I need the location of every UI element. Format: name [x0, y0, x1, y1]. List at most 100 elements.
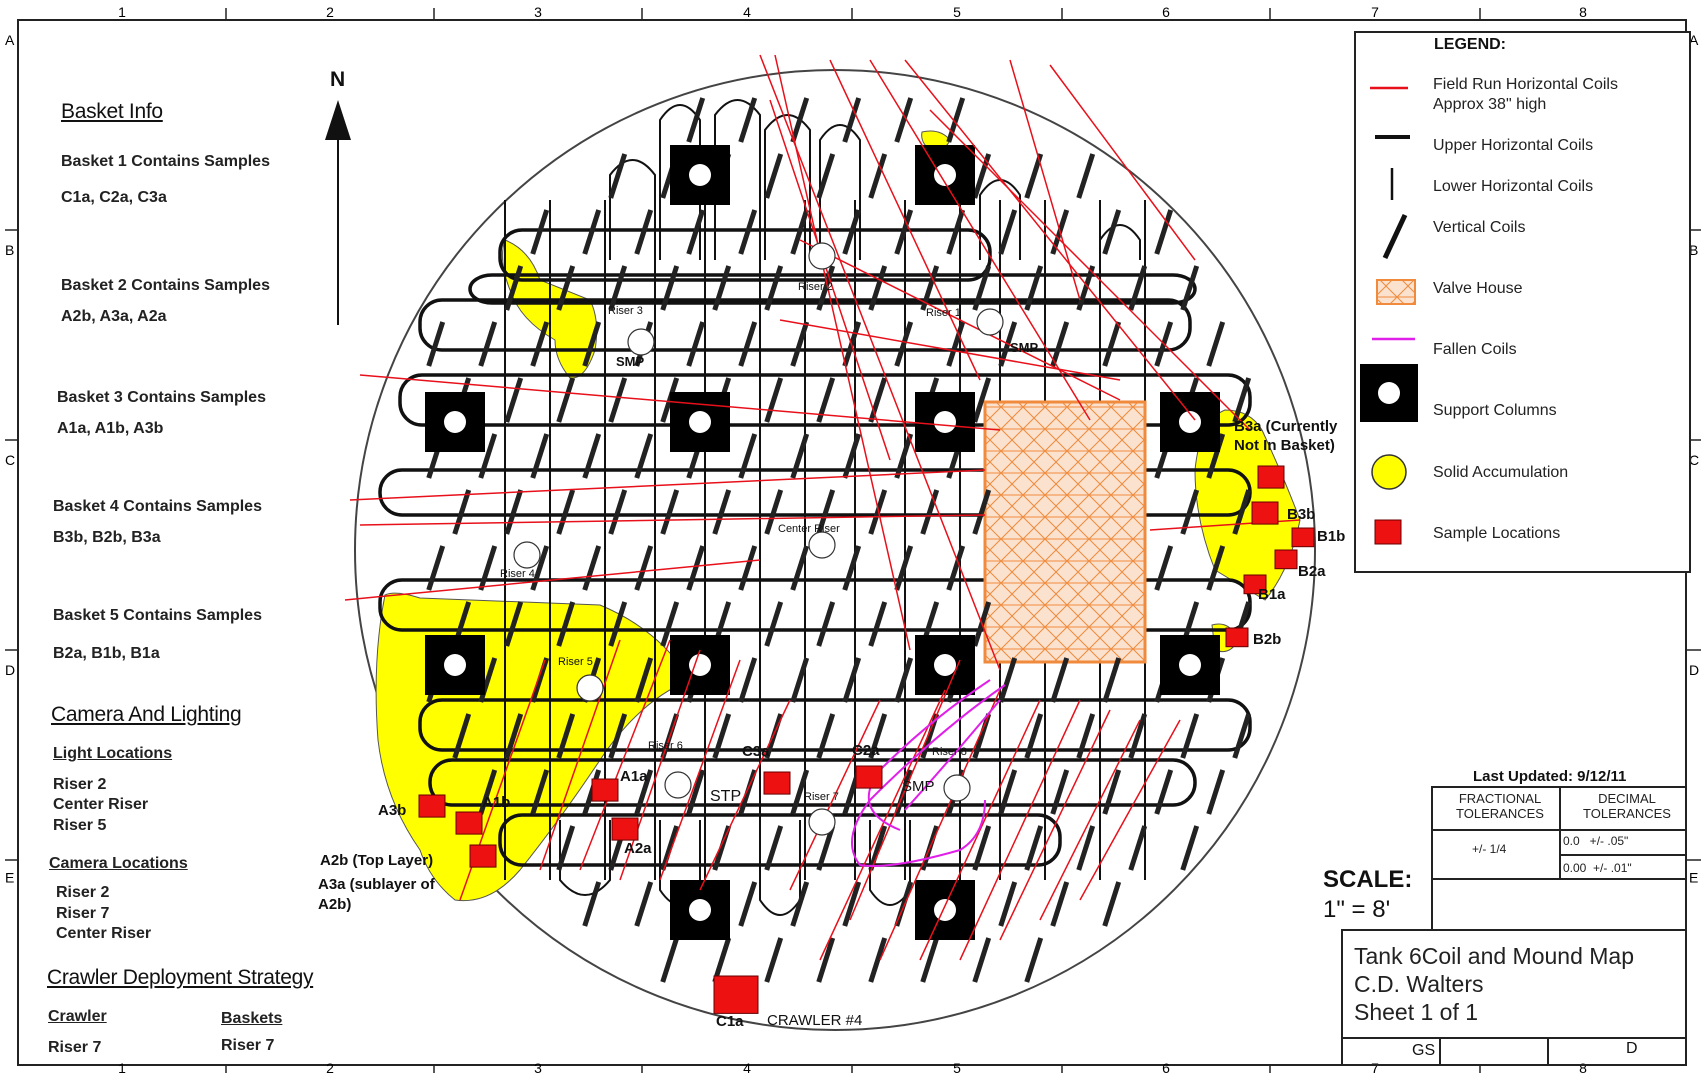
- vertical-coil: [868, 601, 888, 647]
- column-label-top: 4: [743, 4, 751, 20]
- light-location-2: Center Riser: [53, 796, 149, 813]
- vertical-coil: [842, 545, 862, 591]
- vertical-coil: [946, 209, 966, 255]
- support-column-hole: [1179, 654, 1201, 676]
- vertical-coil: [738, 545, 758, 591]
- vertical-coil: [582, 881, 602, 927]
- vertical-coil: [712, 265, 732, 311]
- vertical-coil: [920, 489, 940, 535]
- vertical-coil: [1050, 881, 1070, 927]
- field-run-coil: [919, 699, 1041, 961]
- column-label-top: 8: [1579, 4, 1587, 20]
- vertical-coil: [712, 489, 732, 535]
- column-label-bottom: 2: [326, 1060, 334, 1073]
- vertical-coil: [1154, 545, 1174, 591]
- riser-circle: [808, 531, 836, 559]
- hatched-box-icon: [1376, 279, 1416, 305]
- vertical-coil: [816, 601, 836, 647]
- row-label-left: B: [5, 242, 14, 258]
- basket-samples: B3b, B2b, B3a: [53, 529, 161, 546]
- sample-label-b2a: B2a: [1298, 563, 1326, 580]
- sample-label-a1a: A1a: [620, 768, 648, 785]
- vertical-coil: [816, 825, 836, 871]
- sample-label-a1b: A1b: [482, 794, 511, 811]
- vertical-coil: [738, 321, 758, 367]
- vertical-coil: [712, 713, 732, 759]
- yellow-circle-icon: [1371, 454, 1407, 490]
- fractional-tolerances: FRACTIONAL TOLERANCES: [1456, 791, 1544, 821]
- vertical-coil: [1076, 713, 1096, 759]
- scale-value: 1" = 8': [1323, 896, 1391, 923]
- vertical-coil: [1206, 769, 1226, 815]
- vertical-coil: [894, 321, 914, 367]
- riser-label: Center Riser: [778, 523, 840, 535]
- sample-square: [469, 844, 497, 868]
- column-label-top: 6: [1162, 4, 1170, 20]
- crawler-value: Riser 7: [48, 1039, 102, 1056]
- vertical-coil: [1102, 209, 1122, 255]
- sample-label-b3a-2: Not In Basket): [1234, 437, 1335, 454]
- support-columns: [425, 145, 1220, 940]
- vertical-coil: [504, 489, 524, 535]
- vertical-coil: [894, 657, 914, 703]
- light-locations-heading: Light Locations: [53, 745, 173, 762]
- row-label-right: C: [1689, 452, 1699, 468]
- vertical-coil: [972, 937, 992, 983]
- basket-title: Basket 3 Contains Samples: [57, 389, 266, 406]
- camera-lighting-heading: Camera And Lighting: [51, 703, 242, 726]
- vertical-coil: [868, 825, 888, 871]
- column-label-bottom: 7: [1371, 1060, 1379, 1073]
- vertical-coil: [738, 209, 758, 255]
- horizontal-coil: [468, 273, 1197, 305]
- baskets-column-heading: Baskets: [221, 1010, 283, 1027]
- field-run-coil: [1009, 59, 1081, 301]
- vertical-coil: [946, 545, 966, 591]
- camera-locations-heading: Camera Locations: [49, 855, 188, 872]
- riser-label: Riser 2: [798, 281, 833, 293]
- field-run-coil: [769, 99, 891, 461]
- basket-samples: B2a, B1b, B1a: [53, 645, 160, 662]
- basket-samples: A1a, A1b, A3b: [57, 420, 164, 437]
- vertical-coil: [972, 825, 992, 871]
- vertical-coil: [1076, 153, 1096, 199]
- vertical-coil: [1206, 433, 1226, 479]
- vertical-coil: [426, 321, 446, 367]
- sample-label-a2a: A2a: [624, 840, 652, 857]
- scale-label: SCALE:: [1323, 866, 1413, 893]
- riser-circle: [943, 774, 971, 802]
- sample-label-c1a: C1a: [716, 1013, 744, 1030]
- camera-location-2: Riser 7: [56, 905, 110, 922]
- vertical-coil: [634, 545, 654, 591]
- sample-label-c2a: C2a: [852, 742, 880, 759]
- sample-label-b2b: B2b: [1253, 631, 1282, 648]
- vertical-coil: [530, 433, 550, 479]
- vertical-coil: [452, 713, 472, 759]
- field-run-coil: [359, 374, 1001, 431]
- basket-samples: A2b, A3a, A2a: [61, 308, 167, 325]
- sample-label-a2b-note-2: A3a (sublayer of: [318, 876, 435, 893]
- camera-location-1: Riser 2: [56, 884, 110, 901]
- vertical-coil: [556, 489, 576, 535]
- riser-circle: [627, 328, 655, 356]
- vertical-coil: [608, 601, 628, 647]
- coil-loop: [559, 820, 611, 896]
- vertical-coil: [1102, 769, 1122, 815]
- vertical-coil: [738, 769, 758, 815]
- vertical-coil: [790, 657, 810, 703]
- vertical-coil: [608, 713, 628, 759]
- vertical-coil: [1128, 265, 1148, 311]
- vertical-coil: [764, 153, 784, 199]
- field-run-coil: [539, 639, 621, 871]
- vertical-coil: [1102, 881, 1122, 927]
- vertical-coil: [478, 769, 498, 815]
- vertical-coil: [1154, 209, 1174, 255]
- vertical-coil: [426, 545, 446, 591]
- vertical-coil: [764, 489, 784, 535]
- basket-title: Basket 4 Contains Samples: [53, 498, 262, 515]
- riser-label: Riser 3: [608, 305, 643, 317]
- vertical-coil: [764, 825, 784, 871]
- decimal-tolerances: DECIMAL TOLERANCES: [1583, 791, 1671, 821]
- column-label-bottom: 3: [534, 1060, 542, 1073]
- vertical-coil: [972, 377, 992, 423]
